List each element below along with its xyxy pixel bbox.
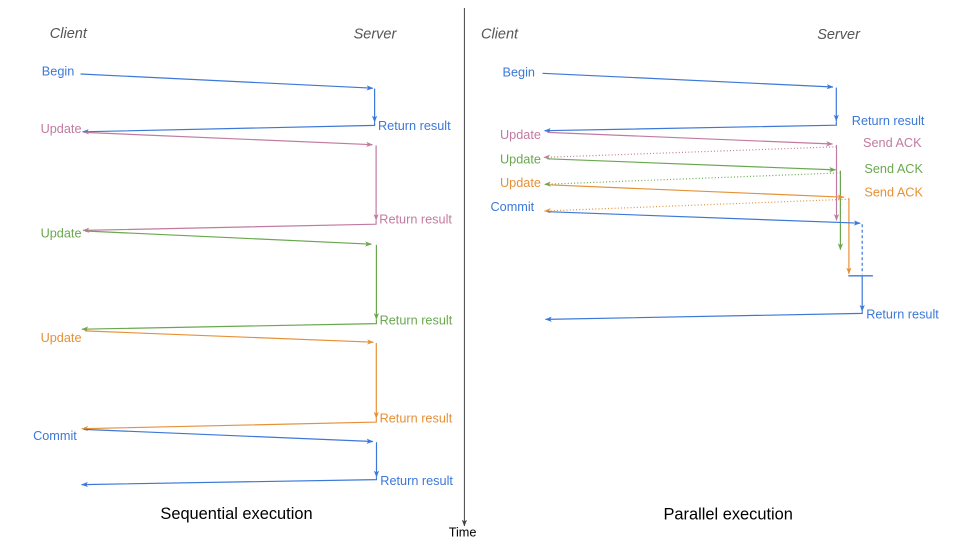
svg-text:Client: Client	[50, 26, 88, 42]
svg-text:Send ACK: Send ACK	[864, 185, 923, 199]
svg-text:Update: Update	[41, 331, 82, 345]
svg-text:Commit: Commit	[491, 200, 535, 214]
svg-text:Return result: Return result	[866, 308, 939, 322]
svg-text:Update: Update	[41, 226, 82, 240]
svg-text:Send ACK: Send ACK	[864, 162, 923, 176]
svg-text:Begin: Begin	[503, 65, 535, 79]
svg-text:Update: Update	[500, 128, 541, 142]
svg-text:Client: Client	[481, 26, 519, 42]
svg-text:Commit: Commit	[33, 429, 77, 443]
svg-text:Return result: Return result	[852, 114, 925, 128]
svg-text:Sequential execution: Sequential execution	[160, 505, 312, 523]
svg-text:Return result: Return result	[378, 119, 451, 133]
svg-text:Update: Update	[500, 176, 541, 190]
svg-text:Update: Update	[41, 122, 82, 136]
svg-text:Return result: Return result	[380, 474, 453, 488]
svg-text:Send ACK: Send ACK	[863, 136, 922, 150]
svg-text:Parallel execution: Parallel execution	[664, 506, 793, 524]
svg-text:Return result: Return result	[380, 314, 453, 328]
svg-text:Update: Update	[500, 152, 541, 166]
svg-text:Return result: Return result	[380, 411, 453, 425]
svg-text:Return result: Return result	[379, 213, 452, 227]
svg-text:Begin: Begin	[42, 65, 74, 79]
svg-text:Server: Server	[354, 27, 398, 43]
svg-text:Server: Server	[817, 27, 861, 43]
svg-text:Time: Time	[449, 526, 477, 540]
